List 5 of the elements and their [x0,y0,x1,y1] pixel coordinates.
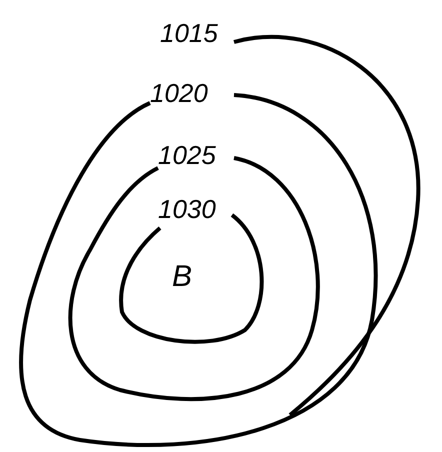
pressure-center-label: B [172,262,192,292]
isobar-label: 1025 [158,142,216,168]
isobar-label: 1020 [150,80,208,106]
isobar-label: 1030 [158,196,216,222]
isobar-label: 1015 [160,20,218,46]
